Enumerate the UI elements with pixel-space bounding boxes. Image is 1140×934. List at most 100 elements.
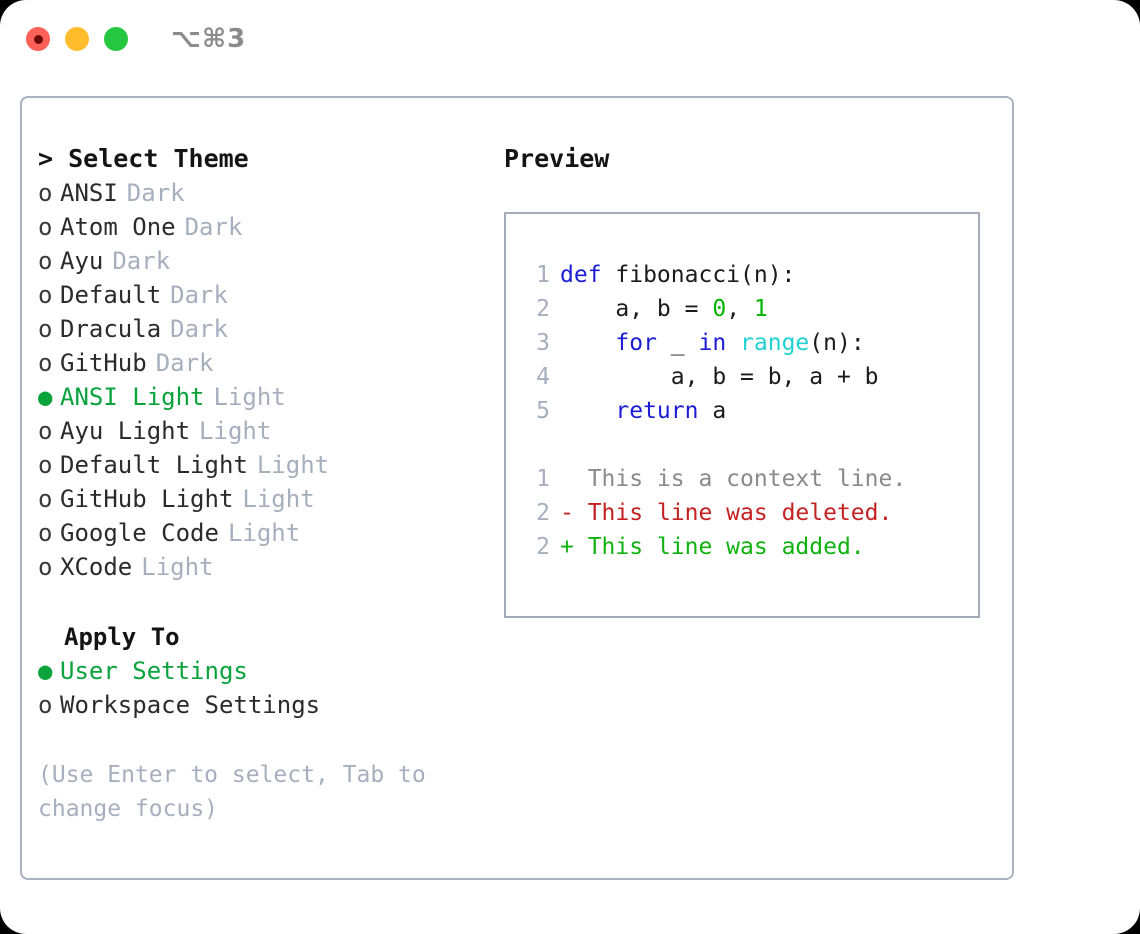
diff-sample: 1 This is a context line.2- This line wa…	[506, 462, 978, 564]
code-spacer	[506, 428, 978, 462]
code-token: return	[615, 398, 699, 424]
code-line-text: for _ in range(n):	[560, 326, 865, 360]
code-token: range	[740, 330, 810, 356]
code-token: _	[656, 330, 699, 356]
theme-option-tag: Dark	[155, 349, 214, 377]
code-line-number: 5	[536, 398, 550, 424]
radio-unselected-icon[interactable]: o	[38, 451, 53, 479]
theme-option-label: XCode	[60, 553, 133, 581]
theme-option-tag: Light	[213, 383, 286, 411]
code-line: 5 return a	[506, 394, 978, 428]
code-line-text: a, b = 0, 1	[560, 292, 768, 326]
code-token: in	[698, 330, 727, 356]
theme-option-label: GitHub Light	[60, 485, 234, 513]
theme-option-row[interactable]: ●ANSI Light Light	[38, 380, 488, 414]
radio-unselected-icon[interactable]: o	[38, 179, 53, 207]
radio-unselected-icon[interactable]: o	[38, 417, 53, 445]
theme-option-label: ANSI Light	[60, 383, 205, 411]
radio-selected-icon[interactable]: ●	[38, 657, 53, 685]
code-token: def	[560, 262, 616, 288]
code-line-number: 1	[536, 262, 550, 288]
preview-heading: Preview	[504, 144, 610, 173]
code-token: a, b = b, a + b	[560, 364, 879, 390]
code-token: (n):	[809, 330, 865, 356]
radio-unselected-icon[interactable]: o	[38, 485, 53, 513]
code-token: a, b =	[560, 296, 713, 322]
code-line-text: def fibonacci(n):	[560, 258, 795, 292]
diff-line-number: 1	[536, 466, 550, 492]
theme-option-tag: Dark	[184, 213, 243, 241]
radio-unselected-icon[interactable]: o	[38, 519, 53, 547]
diff-line-text: This line was added.	[587, 534, 865, 560]
close-traffic-light-icon[interactable]	[26, 27, 50, 51]
theme-option-label: Default Light	[60, 451, 248, 479]
theme-option-tag: Dark	[112, 247, 171, 275]
theme-option-label: Ayu Light	[60, 417, 191, 445]
radio-unselected-icon[interactable]: o	[38, 315, 53, 343]
code-token: fibonacci(n):	[615, 262, 796, 288]
maximize-traffic-light-icon[interactable]	[104, 27, 128, 51]
theme-option-label: Ayu	[60, 247, 104, 275]
diff-line-number: 2	[536, 534, 550, 560]
diff-line: 2 + This line was added.	[506, 530, 978, 564]
keyboard-hint-text: (Use Enter to select, Tab to change focu…	[38, 762, 440, 822]
code-token: ,	[726, 296, 754, 322]
diff-line: 1 This is a context line.	[506, 462, 978, 496]
diff-marker	[560, 462, 588, 496]
code-token: a	[698, 398, 727, 424]
diff-marker: -	[560, 500, 588, 526]
theme-option-tag: Dark	[126, 179, 185, 207]
code-line: 1 def fibonacci(n):	[506, 258, 978, 292]
apply-to-option-row[interactable]: ●User Settings	[38, 654, 488, 688]
theme-option-tag: Light	[256, 451, 330, 479]
code-token: for	[615, 330, 657, 356]
diff-line-text: This is a context line.	[587, 466, 907, 492]
theme-option-label: ANSI	[60, 179, 118, 207]
apply-to-option-label: Workspace Settings	[60, 691, 321, 719]
code-line-number: 4	[536, 364, 550, 390]
apply-to-option-label: User Settings	[60, 657, 248, 685]
theme-option-tag: Dark	[170, 281, 228, 309]
apply-to-heading: Apply To	[64, 623, 180, 651]
radio-unselected-icon[interactable]: o	[38, 553, 53, 581]
code-line-number: 2	[536, 296, 550, 322]
code-token	[726, 330, 740, 356]
diff-marker: +	[560, 534, 588, 560]
radio-unselected-icon[interactable]: o	[38, 247, 53, 275]
radio-unselected-icon[interactable]: o	[38, 691, 53, 719]
minimize-traffic-light-icon[interactable]	[65, 27, 89, 51]
theme-option-tag: Light	[141, 553, 214, 581]
theme-option-label: Dracula	[60, 315, 162, 343]
theme-option-tag: Light	[242, 485, 315, 513]
code-token: 1	[753, 296, 768, 322]
window-title: ⌥⌘3	[171, 24, 247, 54]
theme-option-label: Default	[60, 281, 162, 309]
diff-line: 2- This line was deleted.	[506, 496, 978, 530]
theme-option-label: GitHub	[60, 349, 147, 377]
code-line: 3 for _ in range(n):	[506, 326, 978, 360]
radio-unselected-icon[interactable]: o	[38, 213, 53, 241]
radio-selected-icon[interactable]: ●	[38, 383, 53, 411]
radio-unselected-icon[interactable]: o	[38, 349, 53, 377]
code-line: 2 a, b = 0, 1	[506, 292, 978, 326]
radio-unselected-icon[interactable]: o	[38, 281, 53, 309]
title-bar: ⌥⌘3	[0, 0, 1140, 78]
